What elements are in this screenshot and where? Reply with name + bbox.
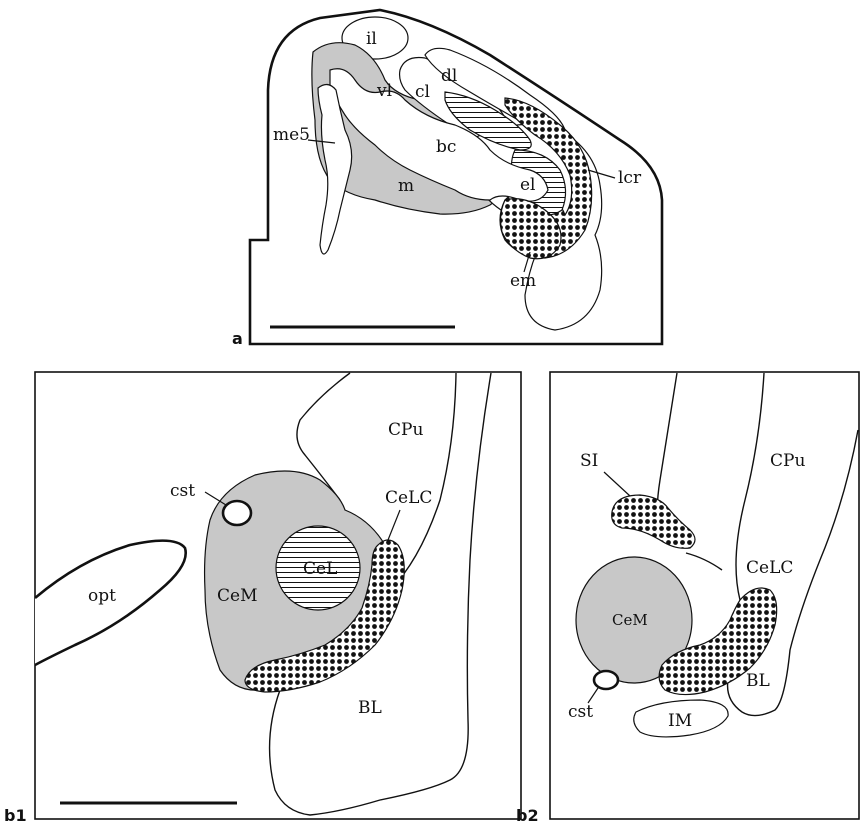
region-b1-cst-shape xyxy=(223,501,251,525)
region-b2-cem-label: CeM xyxy=(612,611,648,629)
region-b2-divider xyxy=(686,553,722,570)
region-b1-cst-label: cst xyxy=(170,481,195,501)
region-b2-im-label: IM xyxy=(668,711,692,731)
region-vl-label: vl xyxy=(376,81,392,101)
panel-a-label: a xyxy=(232,329,243,348)
panel-b1-label: b1 xyxy=(4,806,27,825)
region-lcr-label: lcr xyxy=(618,168,642,188)
region-b1-celc-label: CeLC xyxy=(385,488,432,508)
leader-b2-cst xyxy=(588,688,598,703)
region-el-label: el xyxy=(520,175,536,195)
region-cl-label: cl xyxy=(415,82,430,102)
region-b2-bl-label: BL xyxy=(746,671,770,691)
region-b2-celc-label: CeLC xyxy=(746,558,793,578)
panel-b1: CPu cst CeLC opt CeM CeL BL b1 xyxy=(4,372,521,825)
region-bc-label: bc xyxy=(436,137,456,157)
region-dl-label: dl xyxy=(441,66,457,86)
region-em-label: em xyxy=(510,271,536,291)
leader-b1-celc xyxy=(388,510,400,540)
panel-b2: SI CPu CeLC CeM BL cst IM b2 xyxy=(516,372,859,825)
region-b2-cst-shape xyxy=(594,671,618,689)
region-b2-cpu-left-line xyxy=(657,373,677,520)
region-me5-label: me5 xyxy=(273,125,310,145)
region-b2-si-label: SI xyxy=(580,451,598,471)
region-b1-bl-label: BL xyxy=(358,698,382,718)
leader-b2-si xyxy=(604,472,630,496)
region-b2-si-shape xyxy=(612,495,695,548)
panel-b2-label: b2 xyxy=(516,806,539,825)
region-il-label: il xyxy=(366,29,377,49)
region-b2-cpu-label: CPu xyxy=(770,451,805,471)
region-b1-cel-label: CeL xyxy=(303,559,337,579)
panel-a: il dl cl vl me5 bc m el lcr em xyxy=(232,10,662,348)
region-b2-cst-label: cst xyxy=(568,702,593,722)
region-b1-cpu-label: CPu xyxy=(388,420,423,440)
region-b1-opt-label: opt xyxy=(88,586,116,606)
region-b1-cem-label: CeM xyxy=(217,586,257,606)
region-m-label: m xyxy=(398,176,414,196)
